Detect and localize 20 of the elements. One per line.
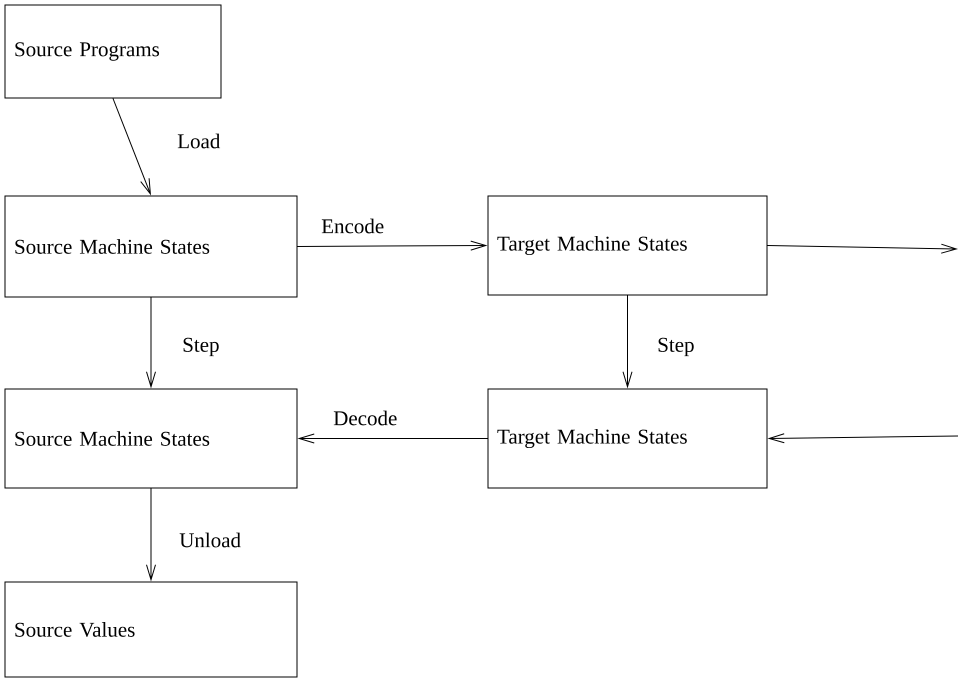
edge-label: Unload	[178, 532, 242, 548]
arrow	[297, 240, 488, 251]
arrow	[112, 98, 151, 196]
edge-label: Decode	[332, 410, 398, 426]
edge-label: Step	[181, 336, 221, 358]
arrow	[622, 295, 632, 388]
edge-label: Load	[176, 132, 222, 150]
arrow	[146, 488, 156, 582]
process-box: Source Machine States	[4, 196, 298, 298]
arrow	[146, 297, 156, 388]
arrow	[767, 244, 958, 254]
process-box: Source Values	[4, 582, 298, 678]
arrow	[768, 433, 958, 444]
process-box: Target Machine States	[488, 196, 768, 296]
edge-label: Step	[656, 336, 696, 358]
process-box: Source Machine States	[4, 388, 298, 488]
process-box: Source Programs	[4, 4, 222, 98]
arrow	[298, 434, 488, 444]
process-box: Target Machine States	[488, 388, 768, 488]
edge-label: Encode	[320, 218, 386, 234]
